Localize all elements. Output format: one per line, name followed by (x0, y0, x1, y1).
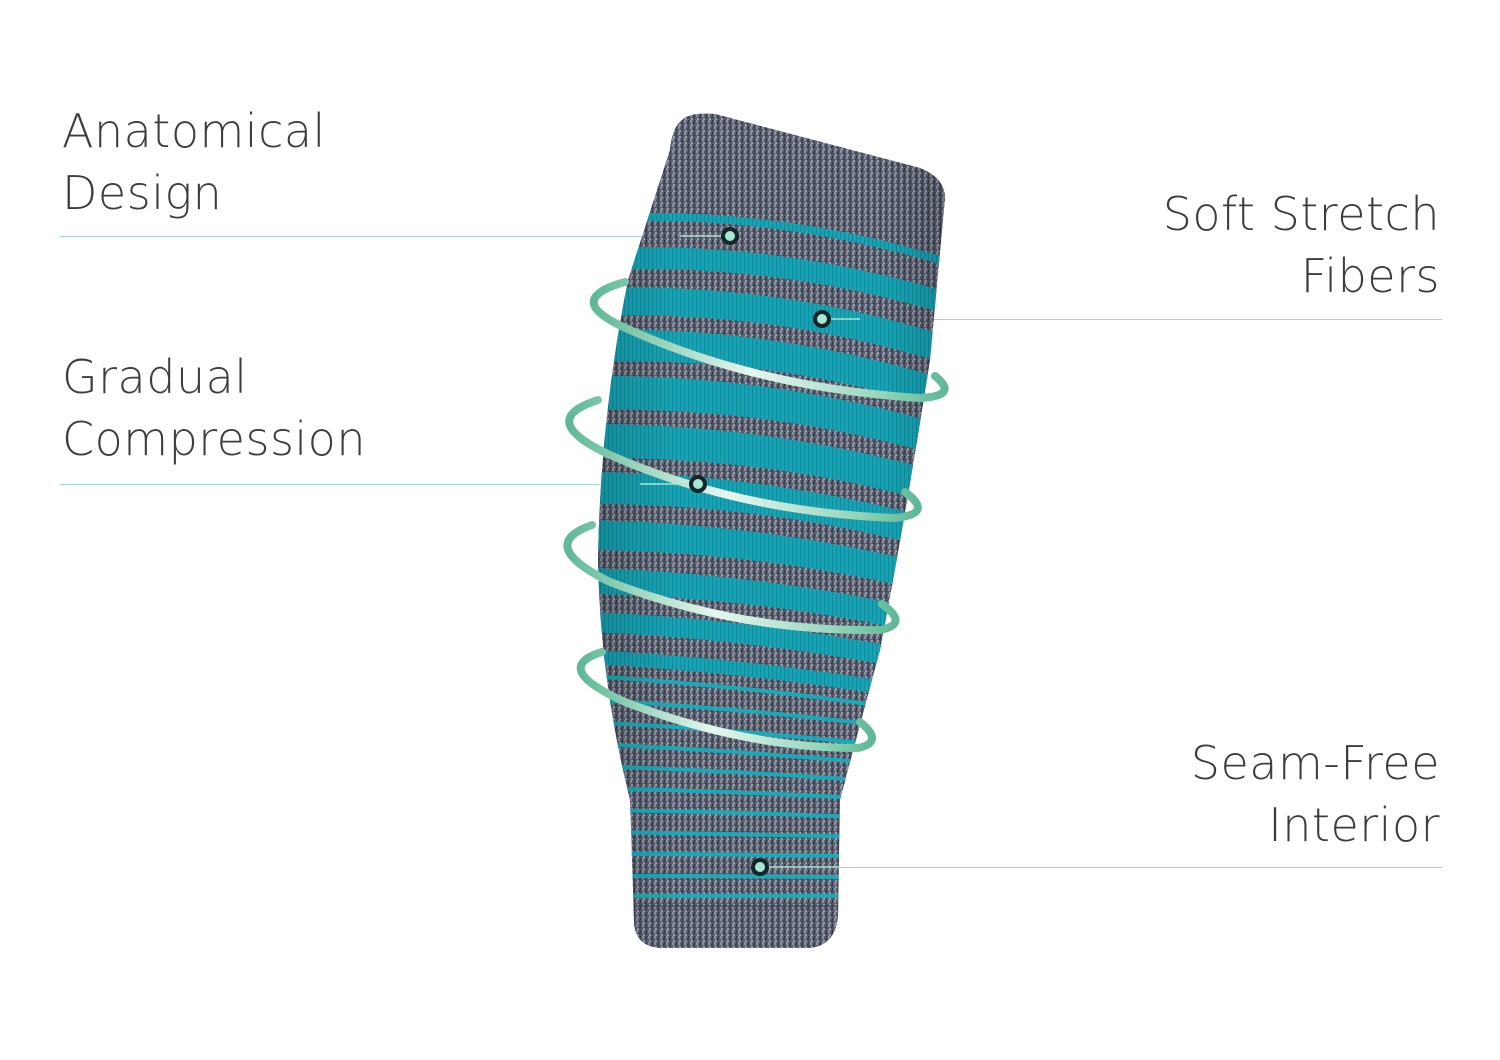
leader-line-anatomical-design (60, 236, 730, 237)
leader-line-gradual-compression (60, 484, 698, 485)
callout-markers (689, 227, 831, 876)
feature-label-line: Compression (62, 412, 366, 466)
feature-label-anatomical-design: Anatomical Design (62, 100, 326, 224)
marker-seam-free-interior (751, 858, 769, 876)
feature-label-line: Seam-Free (1190, 736, 1440, 790)
feature-label-line: Interior (1268, 798, 1440, 852)
compression-ring-2 (565, 396, 922, 523)
feature-label-line: Fibers (1300, 249, 1440, 303)
marker-gradual-compression (689, 475, 707, 493)
leader-line-overlays (640, 235, 860, 868)
feature-label-line: Anatomical (62, 104, 326, 158)
feature-label-line: Gradual (62, 350, 248, 404)
leader-line-seam-free-interior (760, 867, 1442, 868)
feature-label-seam-free-interior: Seam-Free Interior (1191, 732, 1440, 856)
feature-label-line: Soft Stretch (1162, 187, 1440, 241)
marker-soft-stretch-fibers (813, 310, 831, 328)
leader-line-soft-stretch-fibers (822, 319, 1442, 320)
marker-anatomical-design (721, 227, 739, 245)
feature-label-soft-stretch-fibers: Soft Stretch Fibers (1163, 183, 1440, 307)
feature-label-gradual-compression: Gradual Compression (62, 346, 366, 470)
sleeve-body (598, 113, 945, 949)
compression-ring-3 (563, 521, 900, 635)
compression-ring-1 (589, 278, 949, 403)
compression-ring-4 (576, 648, 876, 753)
compression-rings (563, 278, 949, 753)
feature-label-line: Design (62, 166, 223, 220)
